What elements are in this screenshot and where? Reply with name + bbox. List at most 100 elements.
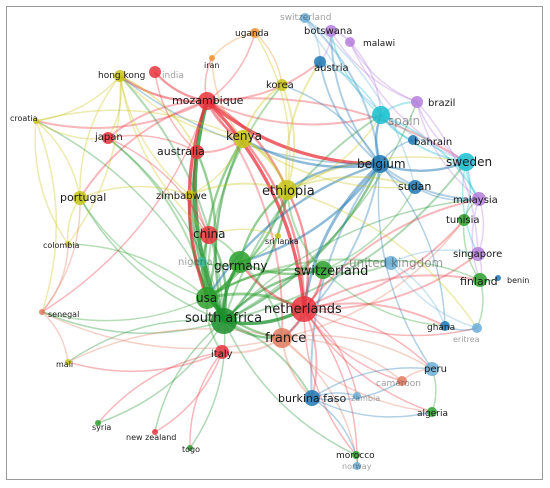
node-burkina-faso[interactable] xyxy=(304,390,320,406)
label-italy: italy xyxy=(211,349,233,360)
node-togo[interactable] xyxy=(187,445,193,451)
node-japan[interactable] xyxy=(102,132,114,144)
node-switzerland[interactable] xyxy=(314,261,332,279)
edge-usa-japan xyxy=(107,137,208,299)
edge-france-cameroon xyxy=(281,337,403,382)
node-netherlands[interactable] xyxy=(291,296,317,322)
edge-burkina_faso-peru xyxy=(311,367,433,399)
label-india: india xyxy=(162,71,184,81)
node-austria[interactable] xyxy=(314,56,326,68)
node-australia[interactable] xyxy=(190,145,204,159)
label-south-africa: south africa xyxy=(185,311,262,326)
node-mozambique[interactable] xyxy=(198,92,216,110)
label-china: china xyxy=(193,227,226,241)
node-south-africa[interactable] xyxy=(211,308,237,334)
node-algeria[interactable] xyxy=(427,407,437,417)
node-iran[interactable] xyxy=(209,55,215,61)
node-malaysia[interactable] xyxy=(472,192,486,206)
node-usa[interactable] xyxy=(196,287,218,309)
edge-switzerland-ghana xyxy=(322,269,446,327)
node-uganda[interactable] xyxy=(250,28,260,38)
node-switzerland-top[interactable] xyxy=(300,13,310,23)
node-united-kingdom[interactable] xyxy=(384,256,398,270)
edge-hong_kong-australia xyxy=(119,75,198,153)
node-finland[interactable] xyxy=(473,273,487,287)
node-kenya[interactable] xyxy=(234,130,252,148)
label-morocco: morocco xyxy=(336,451,375,461)
node-bahrain[interactable] xyxy=(408,135,418,145)
label-norway: norway xyxy=(342,462,372,471)
edge-china-japan xyxy=(107,137,210,236)
edge-brazil-singapore xyxy=(416,101,479,255)
edge-italy-syria xyxy=(97,351,223,424)
node-peru[interactable] xyxy=(425,362,439,376)
label-malawi: malawi xyxy=(363,39,395,49)
node-india[interactable] xyxy=(149,66,161,78)
node-korea[interactable] xyxy=(276,79,288,91)
network-labels: switzerlandbotswanamalawiugandairanhong … xyxy=(10,13,529,471)
node-malawi[interactable] xyxy=(345,37,355,47)
edge-mozambique-sweden xyxy=(206,97,467,163)
edge-italy-togo xyxy=(189,351,223,449)
edge-spain-sweden xyxy=(380,114,467,163)
node-ghana[interactable] xyxy=(440,321,450,331)
edge-burkina_faso-algeria xyxy=(311,397,433,418)
edge-mozambique-portugal xyxy=(79,100,208,199)
edge-south_africa-togo xyxy=(189,320,226,449)
node-tunisia[interactable] xyxy=(458,214,470,226)
edge-hong_kong-japan xyxy=(107,75,122,139)
label-sudan: sudan xyxy=(398,180,431,193)
edge-croatia-colombia xyxy=(34,120,69,245)
node-sudan[interactable] xyxy=(408,180,422,194)
node-sri-lanka[interactable] xyxy=(275,233,281,239)
edge-usa-ethiopia xyxy=(206,189,289,299)
edge-kenya-sudan xyxy=(242,138,416,189)
node-morocco[interactable] xyxy=(352,451,360,459)
node-zambia[interactable] xyxy=(353,392,361,400)
node-botswana[interactable] xyxy=(325,25,337,37)
node-spain[interactable] xyxy=(372,106,390,124)
edge-france-peru xyxy=(281,334,433,370)
label-croatia: croatia xyxy=(10,114,38,123)
label-mozambique: mozambique xyxy=(172,94,244,107)
edge-france-algeria xyxy=(281,337,433,413)
node-syria[interactable] xyxy=(95,420,101,426)
edge-france-mali xyxy=(67,328,283,363)
label-uganda: uganda xyxy=(235,29,269,39)
edge-hong_kong-zimbabwe xyxy=(119,75,191,196)
node-sweden[interactable] xyxy=(457,153,475,171)
edge-france-morocco xyxy=(281,337,357,456)
node-germany[interactable] xyxy=(229,251,251,273)
edge-france-tunisia xyxy=(281,219,465,339)
label-korea: korea xyxy=(266,80,294,91)
node-brazil[interactable] xyxy=(411,96,423,108)
edge-south_africa-portugal xyxy=(79,197,225,322)
node-singapore[interactable] xyxy=(471,247,485,261)
node-colombia[interactable] xyxy=(65,241,71,247)
node-new-zealand[interactable] xyxy=(152,429,158,435)
node-cameroon[interactable] xyxy=(397,376,407,386)
edge-netherlands-ghana xyxy=(303,302,446,327)
edge-south_africa-kenya xyxy=(214,138,245,322)
label-new-zealand: new zealand xyxy=(126,433,176,442)
node-benin[interactable] xyxy=(495,275,501,281)
node-eritrea[interactable] xyxy=(472,323,482,333)
node-france[interactable] xyxy=(272,328,292,348)
node-zimbabwe[interactable] xyxy=(185,190,195,200)
node-senegal[interactable] xyxy=(39,309,45,315)
node-belgium[interactable] xyxy=(371,155,389,173)
node-italy[interactable] xyxy=(215,345,229,359)
edge-south_africa-new_zealand xyxy=(154,320,225,433)
node-hong-kong[interactable] xyxy=(114,70,126,82)
edge-netherlands-algeria xyxy=(303,308,433,413)
node-croatia[interactable] xyxy=(33,118,39,124)
node-norway[interactable] xyxy=(353,462,361,470)
label-switzerland-top: switzerland xyxy=(280,13,331,23)
edge-netherlands-tunisia xyxy=(303,219,465,310)
label-cameroon: cameroon xyxy=(376,379,421,389)
node-mali[interactable] xyxy=(65,359,71,365)
node-china[interactable] xyxy=(200,226,218,244)
node-nigeria[interactable] xyxy=(197,257,207,267)
node-ethiopia[interactable] xyxy=(277,180,297,200)
node-portugal[interactable] xyxy=(73,191,87,205)
